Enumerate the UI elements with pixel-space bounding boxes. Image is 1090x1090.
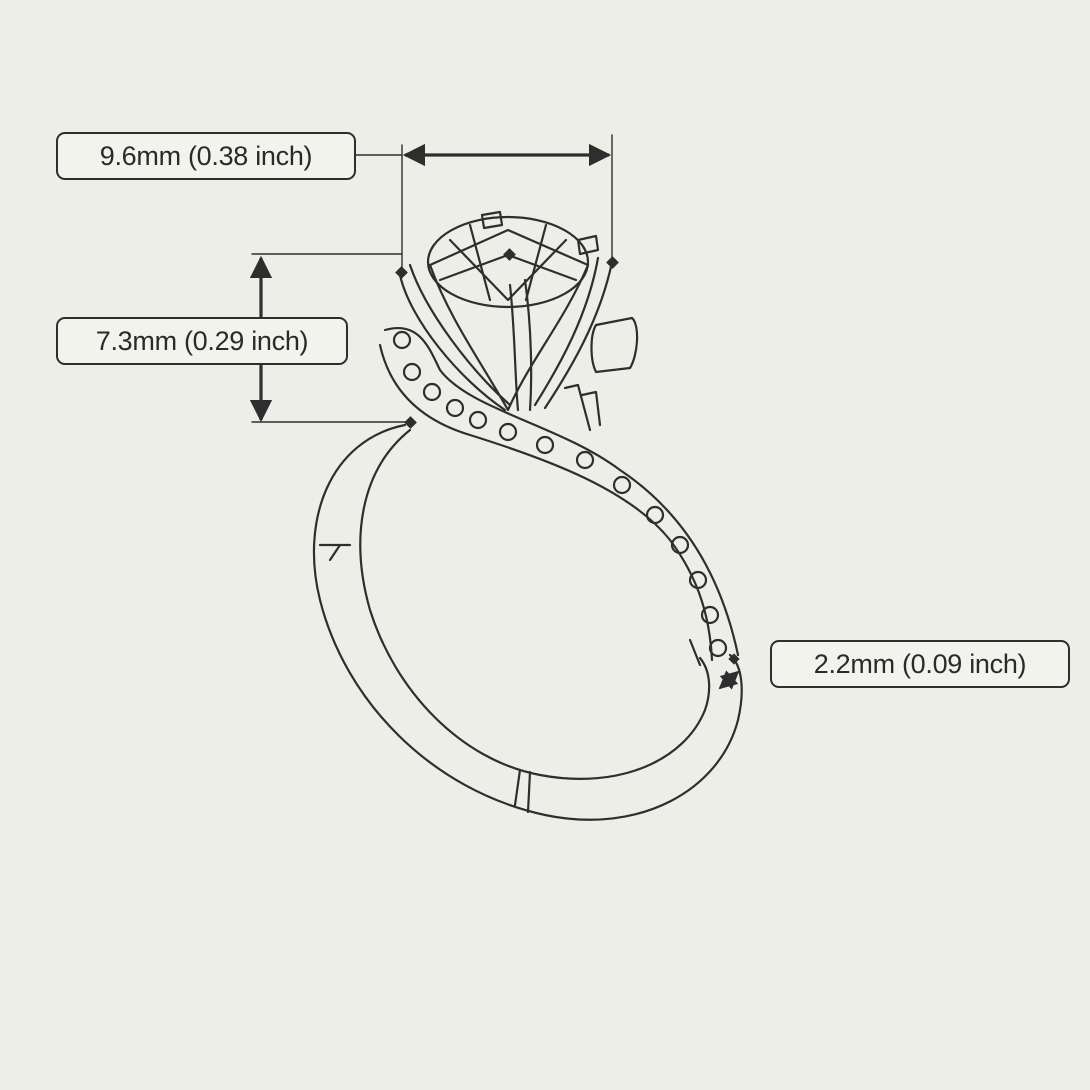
dimension-arrows: [249, 143, 740, 690]
reference-dots: [395, 248, 740, 665]
ring-shank: [312, 423, 743, 821]
band-arrow: [718, 670, 740, 690]
band-width-label: 2.2mm (0.09 inch): [770, 640, 1070, 688]
extension-lines: [251, 134, 613, 423]
pave-band: [378, 327, 740, 662]
prongs: [398, 210, 639, 432]
setting-height-label: 7.3mm (0.29 inch): [56, 317, 348, 365]
stone-width-label: 9.6mm (0.38 inch): [56, 132, 356, 180]
pave-stones: [392, 330, 728, 658]
